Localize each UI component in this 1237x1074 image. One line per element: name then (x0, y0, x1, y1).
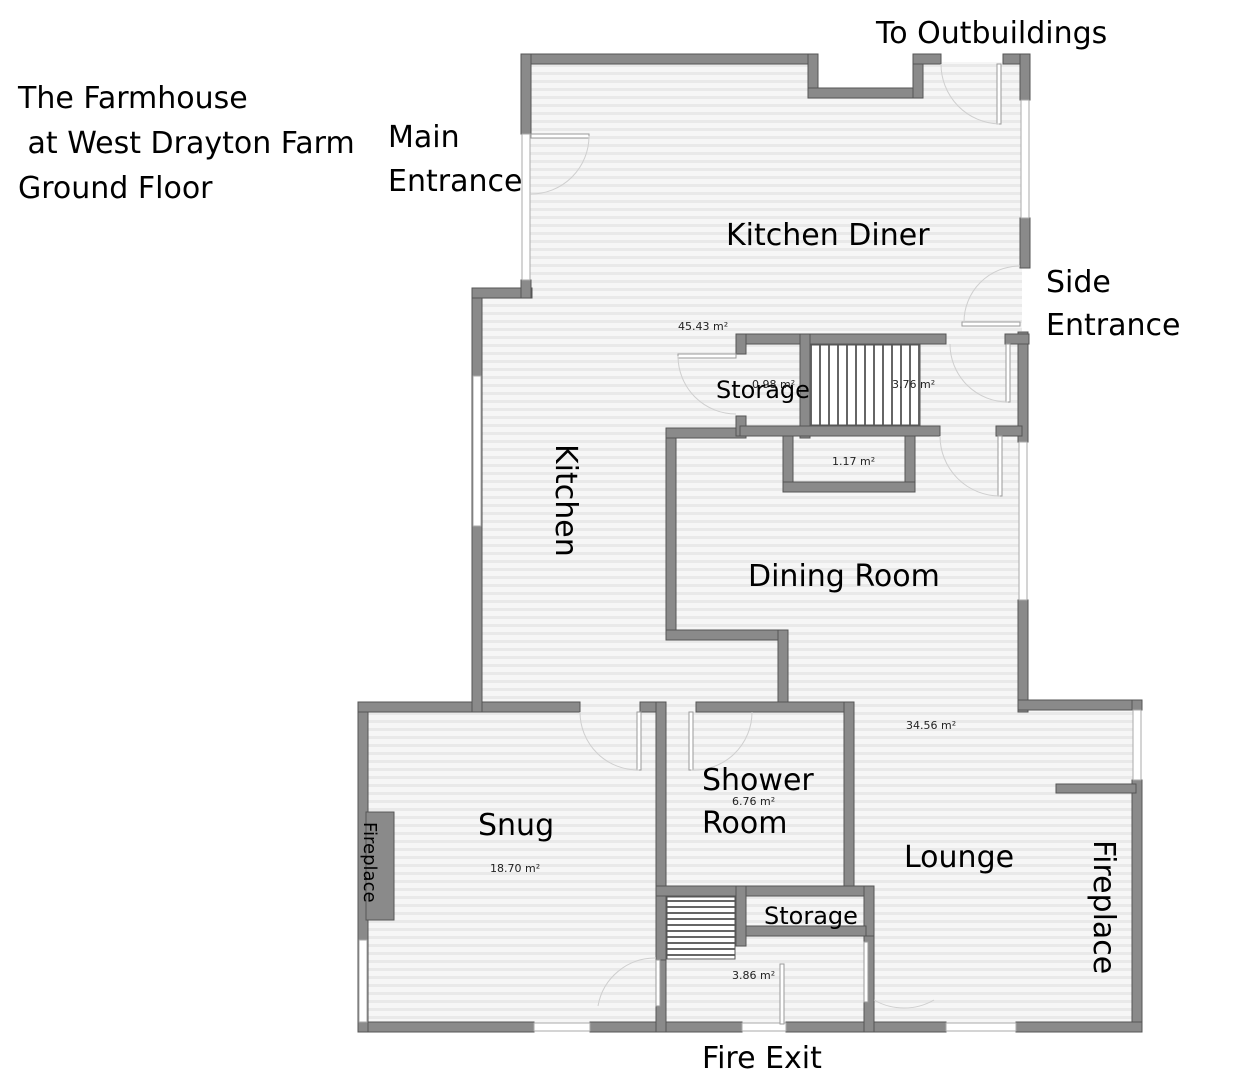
label-shower-room-2: Room (702, 806, 787, 841)
area-lounge: 34.56 m² (906, 719, 956, 732)
area-hall: 3.86 m² (732, 969, 775, 982)
label-side-entrance-1: Side (1046, 265, 1111, 300)
plan-title-line1: The Farmhouse (17, 81, 248, 116)
area-kitchen-diner: 45.43 m² (678, 320, 728, 333)
label-fireplace-left: Fireplace (359, 822, 380, 903)
doors-windows (358, 63, 1142, 1032)
label-kitchen: Kitchen (548, 444, 583, 557)
label-main-entrance-1: Main (388, 120, 460, 155)
label-side-entrance-2: Entrance (1046, 308, 1180, 343)
label-dining-room: Dining Room (748, 559, 940, 594)
area-cupboard: 1.17 m² (832, 455, 875, 468)
label-storage-upper: Storage (716, 376, 810, 404)
label-snug: Snug (478, 808, 554, 843)
plan-title-line3: Ground Floor (18, 171, 213, 206)
label-fireplace-right: Fireplace (1086, 840, 1121, 974)
area-snug: 18.70 m² (490, 862, 540, 875)
label-lounge: Lounge (904, 840, 1014, 875)
floor-fill (365, 62, 1138, 1026)
interior-walls (655, 333, 1030, 1033)
label-main-entrance-2: Entrance (388, 164, 522, 199)
area-stairs: 3.76 m² (892, 378, 935, 391)
label-to-outbuildings: To Outbuildings (875, 16, 1107, 51)
label-kitchen-diner: Kitchen Diner (726, 218, 930, 253)
area-shower-room: 6.76 m² (732, 795, 775, 808)
label-storage-lower: Storage (764, 902, 858, 930)
stairs-lower (666, 896, 736, 960)
label-fire-exit: Fire Exit (702, 1041, 822, 1074)
label-shower-room-1: Shower (702, 763, 814, 798)
area-storage-upper: 0.98 m² (752, 378, 795, 391)
plan-title-line2: at West Drayton Farm (18, 126, 355, 161)
stairs-upper (809, 344, 921, 426)
